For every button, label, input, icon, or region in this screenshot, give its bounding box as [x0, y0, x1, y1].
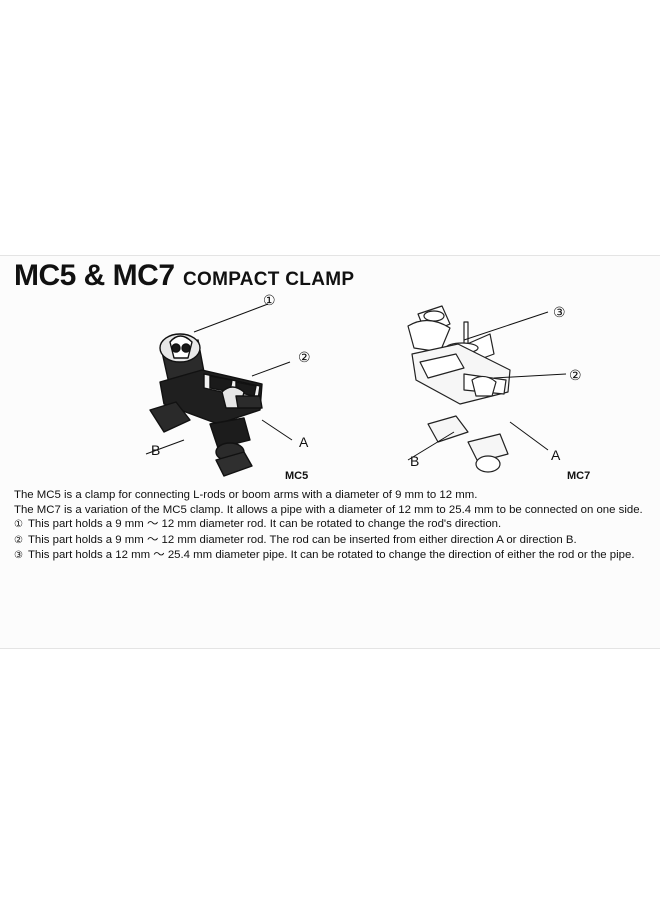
mc7-callout-a: A [551, 447, 561, 463]
mc5-label: MC5 [285, 470, 309, 482]
mc5-illustration [140, 292, 320, 482]
title-subtitle: COMPACT CLAMP [182, 269, 355, 290]
part-line: ② This part holds a 9 mm ～ 12 mm diamete… [14, 533, 654, 549]
intro-line: The MC5 is a clamp for connecting L-rods… [14, 489, 478, 501]
part-text: This part holds a 9 mm ～ 12 mm diameter … [27, 533, 577, 546]
part-marker: ② [14, 534, 23, 546]
mc7-callout-2: ② [569, 367, 582, 383]
intro-line: The MC7 is a variation of the MC5 clamp.… [14, 503, 643, 516]
product-info-panel [0, 255, 660, 649]
part-marker: ③ [14, 550, 23, 562]
page-title: MC5 & MC7 COMPACT CLAMP [14, 259, 354, 293]
mc7-callout-b: B [410, 453, 420, 469]
part-text: This part holds a 9 mm ～ 12 mm diameter … [27, 518, 502, 531]
mc5-callout-a: A [299, 434, 309, 450]
part-marker: ① [14, 519, 23, 531]
mc7-illustration [398, 292, 598, 482]
part-line: ③ This part holds a 12 mm ～ 25.4 mm diam… [14, 548, 654, 564]
mc5-callout-b: B [151, 442, 161, 458]
mc7-callout-3: ③ [553, 304, 566, 320]
description-text: The MC5 is a clamp for connecting L-rods… [14, 488, 654, 564]
mc5-callout-2: ② [298, 349, 311, 365]
part-text: This part holds a 12 mm ～ 25.4 mm diamet… [27, 549, 635, 562]
mc5-callout-1: ① [263, 292, 276, 308]
part-line: ① This part holds a 9 mm ～ 12 mm diamete… [14, 517, 654, 533]
title-main: MC5 & MC7 [14, 259, 175, 292]
mc7-label: MC7 [567, 470, 591, 482]
